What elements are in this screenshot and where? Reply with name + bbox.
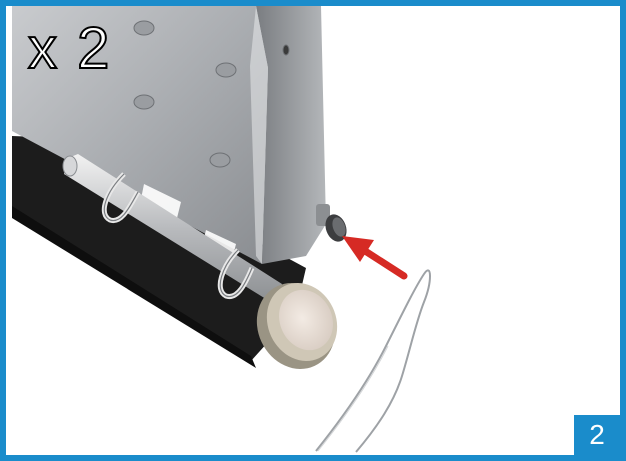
- step-number-badge: 2: [574, 415, 620, 455]
- wire-loop: [315, 269, 431, 453]
- quantity-label: x 2: [27, 16, 112, 81]
- assembly-illustration: [12, 6, 431, 453]
- base-bar: [12, 136, 306, 361]
- locking-knob: [316, 204, 347, 242]
- panel-front: [12, 6, 268, 264]
- caster-wheel: [256, 283, 338, 369]
- panel-holes: [133, 20, 290, 168]
- direction-arrow-icon: [342, 236, 408, 280]
- panel-side: [256, 6, 326, 264]
